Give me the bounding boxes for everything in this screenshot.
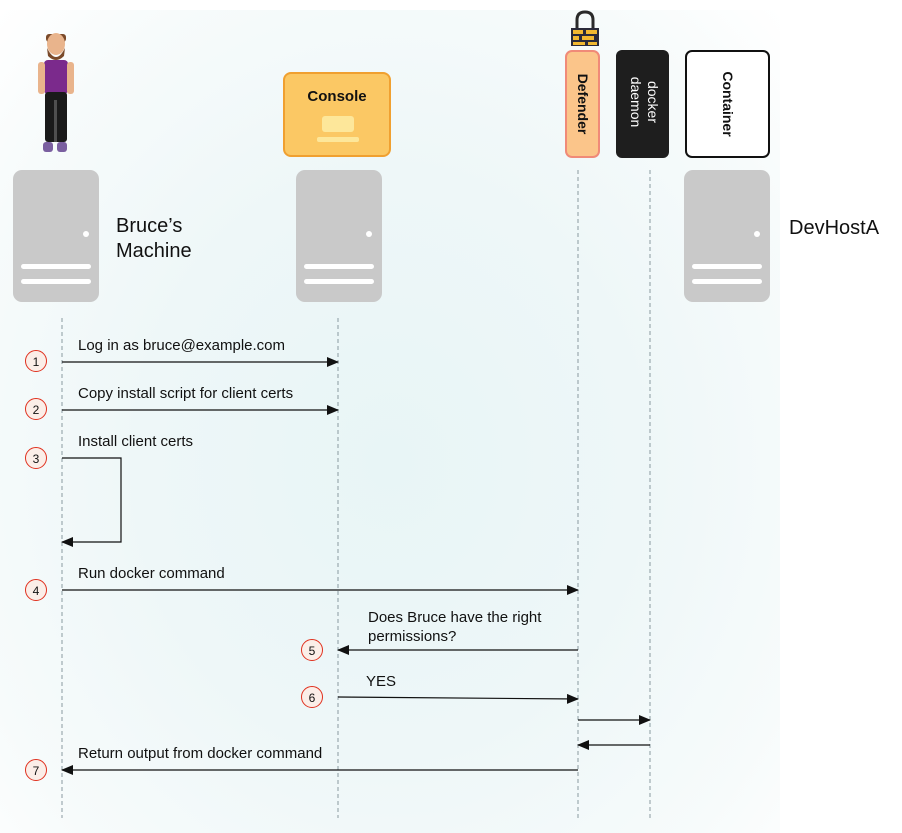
monitor-icon: [322, 116, 354, 132]
messages: [61, 357, 651, 775]
step-4-label: Run docker command: [78, 565, 225, 582]
step-1-badge: 1: [25, 350, 47, 372]
docker-daemon-box: docker daemon: [616, 50, 669, 158]
step-2-badge: 2: [25, 398, 47, 420]
step-5-badge: 5: [301, 639, 323, 661]
container-box: Container: [685, 50, 770, 158]
user-icon: [38, 33, 74, 152]
lifelines: [61, 170, 651, 818]
step-6-badge: 6: [301, 686, 323, 708]
step-4-badge: 4: [25, 579, 47, 601]
docker-daemon-label-line2: daemon: [628, 76, 644, 128]
arrow-step-6: [337, 693, 579, 704]
step-3-label: Install client certs: [78, 433, 194, 450]
step-6-label: YES: [366, 673, 397, 690]
step-1-label: Log in as bruce@example.com: [78, 337, 285, 354]
server-icon-console: [296, 170, 382, 302]
lock-icon: [571, 10, 599, 46]
server-icon-devhost: [684, 170, 770, 302]
arrow-step-3: [61, 457, 122, 547]
console-box: Console: [283, 72, 391, 157]
step-7-label: Return output from docker command: [78, 745, 323, 762]
step-7-badge: 7: [25, 759, 47, 781]
host-label-devhost: DevHostA: [789, 217, 880, 239]
keyboard-icon: [317, 137, 359, 142]
step-2-label: Copy install script for client certs: [78, 385, 294, 402]
container-label: Container: [720, 71, 736, 137]
server-icon-bruce: [13, 170, 99, 302]
console-label: Console: [307, 88, 367, 105]
docker-daemon-label-line1: docker: [645, 80, 661, 124]
step-3-badge: 3: [25, 447, 47, 469]
docker-daemon-label: docker daemon: [625, 52, 661, 152]
defender-label: Defender: [575, 73, 591, 135]
defender-box: Defender: [565, 50, 600, 158]
